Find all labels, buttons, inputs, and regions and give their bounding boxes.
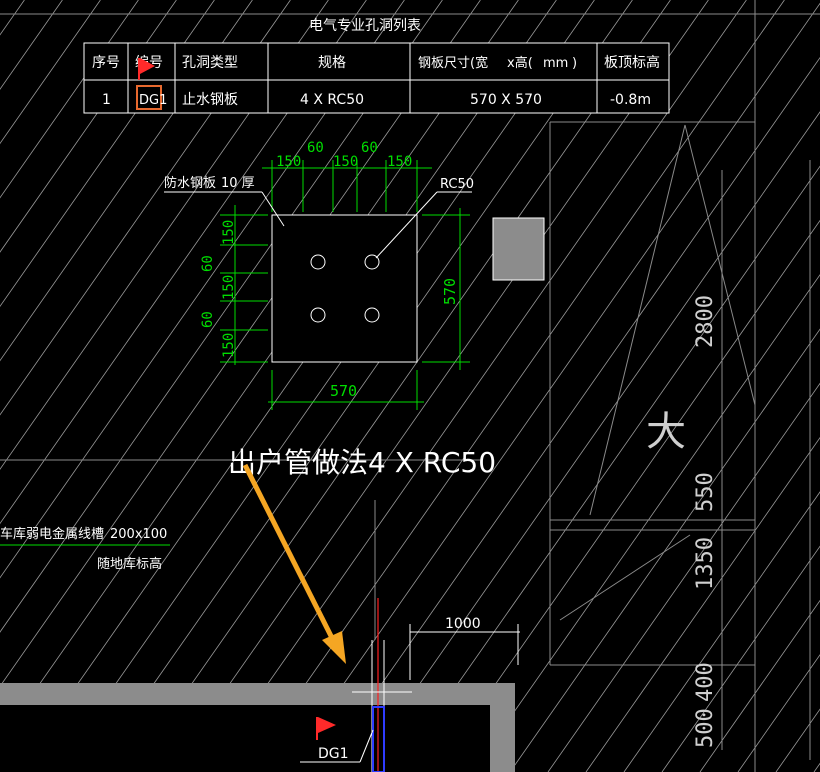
header-type: 孔洞类型 — [182, 55, 238, 71]
trench-label: 车库弱电金属线槽 — [0, 526, 104, 542]
dim-left-1: 150 — [221, 220, 237, 245]
wall — [0, 683, 515, 772]
hatch-line — [0, 0, 215, 307]
plate-thickness: 10 厚 — [221, 176, 255, 191]
right-dim-4: 500 — [693, 708, 718, 748]
pipe-marker — [352, 598, 412, 772]
dim-top-4: 60 — [361, 140, 378, 156]
pipe-label: RC50 — [440, 177, 474, 192]
right-glyph: 大 — [646, 409, 686, 455]
leader-lines — [164, 191, 472, 259]
hatch-line — [0, 0, 481, 687]
dim-top-1: 150 — [276, 154, 301, 170]
right-dim-2: 550 — [693, 472, 718, 512]
marker-label: DG1 — [318, 746, 349, 762]
hatch-line — [395, 165, 820, 772]
dim-left-5: 150 — [221, 333, 237, 358]
hatch-line — [0, 0, 63, 90]
header-size-b: x高( — [507, 55, 533, 71]
hatch-line — [0, 0, 329, 470]
hatch-line — [585, 437, 820, 772]
header-elevation: 板顶标高 — [604, 54, 660, 71]
hatch-line — [0, 0, 291, 416]
cell-type: 止水钢板 — [182, 92, 238, 108]
hatch-line — [0, 0, 405, 579]
hatch-line — [167, 0, 709, 772]
hatch-line — [129, 0, 671, 772]
selected-cell-highlight — [136, 85, 162, 110]
plate-detail: 150 60 150 60 150 150 60 150 60 150 570 … — [164, 140, 496, 479]
right-dim-3: 1350 — [693, 537, 718, 590]
hatch-line — [0, 0, 443, 633]
header-size-a: 钢板尺寸(宽 — [418, 55, 488, 71]
hatch-line — [0, 0, 519, 742]
pipe-holes — [310, 254, 380, 323]
trench-note: 随地库标高 — [97, 556, 162, 572]
dim-left-2: 60 — [200, 255, 216, 272]
cell-elevation: -0.8m — [610, 92, 651, 108]
hatch-line — [0, 0, 139, 199]
flag-icon — [318, 717, 336, 733]
hatch-line — [547, 382, 820, 772]
hatch-line — [205, 0, 747, 772]
hatch-line — [0, 0, 253, 362]
trench-size: 200x100 — [110, 527, 167, 542]
right-dim-1: 2800 — [693, 295, 718, 348]
hatch-line — [433, 219, 820, 772]
dim-width: 570 — [330, 382, 357, 400]
hatch-line — [509, 328, 820, 772]
header-size-c: mm — [543, 56, 568, 71]
dg1-marker[interactable]: DG1 — [300, 717, 374, 763]
hatch-line — [319, 57, 820, 772]
flag-icon — [138, 58, 155, 80]
arrow-pointer — [242, 463, 346, 664]
dim-top-3: 150 — [333, 154, 358, 170]
marker-leader — [359, 729, 374, 763]
hatch-line — [0, 0, 177, 253]
header-index: 序号 — [92, 55, 120, 71]
hatch-line — [699, 599, 820, 772]
dim-top-5: 150 — [387, 154, 412, 170]
hatch-line — [357, 111, 820, 772]
dim-left-4: 60 — [200, 311, 216, 328]
cell-index: 1 — [102, 92, 111, 108]
right-dim-5: 400 — [693, 662, 718, 702]
hatch-line — [623, 491, 820, 772]
right-dimensions: 2800 550 1350 500 400 大 — [646, 170, 723, 750]
plate-label: 防水钢板 — [164, 175, 216, 191]
hole-table: 电气专业孔洞列表 序号 编号 孔洞类型 规格 钢板尺寸(宽 x高( mm ) 板… — [83, 18, 670, 114]
bottom-dimension: 1000 — [409, 616, 520, 680]
trench-annotation: 车库弱电金属线槽 200x100 随地库标高 — [0, 526, 170, 572]
hatch-line — [775, 708, 820, 772]
header-size-d: ) — [572, 56, 577, 71]
hatch-line — [0, 0, 367, 525]
hatch-line — [661, 545, 820, 772]
dim-top-2: 60 — [307, 140, 324, 156]
dim-height: 570 — [441, 278, 459, 305]
detail-caption-spec: 4 X RC50 — [368, 446, 496, 479]
dim-left-3: 150 — [221, 275, 237, 300]
dim-1000: 1000 — [445, 616, 481, 632]
hatch-line — [53, 0, 595, 772]
hatch-line — [91, 0, 633, 772]
header-spec: 规格 — [318, 55, 346, 71]
grey-block — [492, 217, 545, 281]
hatch-line — [0, 0, 101, 145]
cell-spec: 4 X RC50 — [300, 92, 364, 108]
hatch-line — [243, 0, 785, 772]
cell-code[interactable]: DG1 — [139, 93, 167, 108]
hatch-line — [471, 274, 820, 772]
table-title: 电气专业孔洞列表 — [309, 18, 421, 34]
cell-size: 570 X 570 — [470, 92, 542, 108]
hatch-line — [15, 0, 557, 772]
